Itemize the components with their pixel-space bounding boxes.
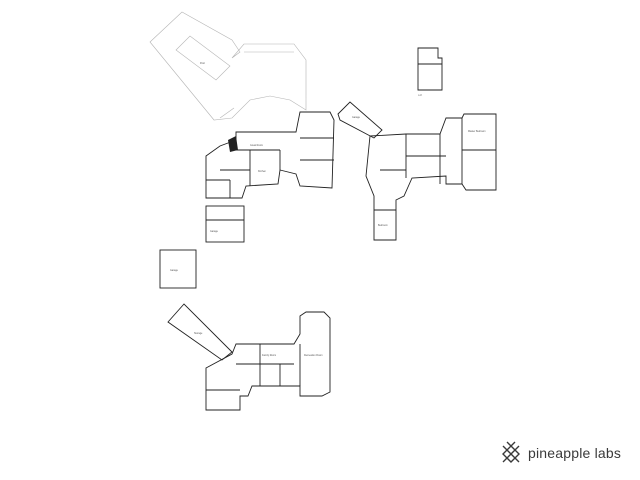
great-room-label: Great Room xyxy=(250,144,263,147)
recreation-room-label: Recreation Room xyxy=(304,354,323,357)
family-room-label: Family Room xyxy=(262,354,276,357)
pool-deck xyxy=(149,11,307,121)
brand-logo: pineapple labs xyxy=(500,440,621,466)
pool xyxy=(175,35,231,81)
second-floor-plan xyxy=(337,101,497,241)
lower-level-plan xyxy=(167,303,331,411)
tower-caption: Loft xyxy=(418,94,422,97)
kitchen-label: Kitchen xyxy=(258,170,267,173)
pool-label: Pool xyxy=(200,62,205,65)
pineapple-logo-icon xyxy=(502,441,520,463)
garage-lower-label: Garage xyxy=(352,116,361,119)
bedroom-label: Bedroom xyxy=(378,224,388,227)
master-bedroom-label: Master Bedroom xyxy=(468,130,486,133)
detached-garage xyxy=(159,249,197,289)
small-tower-plan xyxy=(417,47,443,91)
garage-upper-label: Garage xyxy=(210,230,219,233)
storage-label: Storage xyxy=(194,332,203,335)
detached-garage-label: Garage xyxy=(170,269,179,272)
main-level-plan xyxy=(205,111,335,243)
stair-block xyxy=(228,136,238,152)
brand-name: pineapple labs xyxy=(528,445,622,461)
